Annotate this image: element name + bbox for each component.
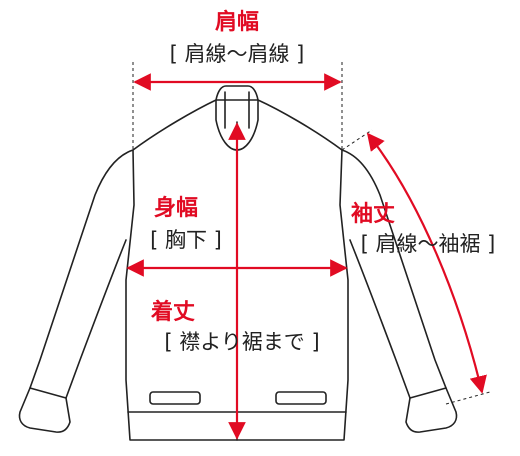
right-pocket — [275, 391, 327, 405]
body-length-note: [ 襟より裾まで ] — [164, 330, 320, 354]
left-pocket — [149, 391, 201, 405]
left-cuff — [18, 387, 71, 433]
body-length-title: 着丈 — [150, 300, 196, 325]
jacket-body-outline — [125, 99, 349, 441]
right-cuff — [405, 387, 458, 433]
shoulder-width-title: 肩幅 — [214, 10, 260, 35]
chest-width-note: [ 胸下 ] — [150, 228, 222, 252]
shoulder-width-note: [ 肩線〜肩線 ] — [169, 42, 305, 66]
sleeve-guide-top — [341, 129, 373, 151]
sleeve-length-arrow — [366, 132, 487, 394]
sleeve-length-title: 袖丈 — [350, 202, 396, 227]
sleeve-guide-bottom — [445, 391, 491, 405]
left-sleeve — [29, 149, 134, 399]
chest-width-title: 身幅 — [153, 196, 199, 221]
sleeve-length-note: [ 肩線〜袖裾 ] — [360, 232, 496, 256]
right-sleeve — [341, 149, 447, 399]
